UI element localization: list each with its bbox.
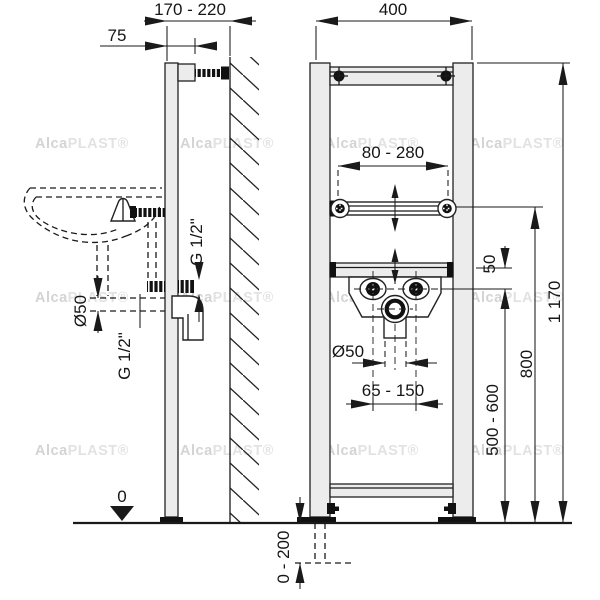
- foot-lock-knobs: [327, 503, 456, 514]
- dim-frame-height-label: 1 170: [545, 281, 564, 324]
- dim-frame-width-label: 400: [379, 0, 407, 19]
- height-adjust-arrow-upper: [391, 184, 399, 232]
- svg-text:AlcaPLAST®: AlcaPLAST®: [470, 136, 564, 152]
- dim-tap-rail-span-label: 80 - 280: [362, 143, 424, 162]
- frame-rail-right: [452, 62, 474, 518]
- svg-text:AlcaPLAST®: AlcaPLAST®: [180, 443, 274, 459]
- dim-feet-range-label: 0 - 200: [274, 531, 293, 584]
- dim-fitting-drop-label: 50: [480, 255, 499, 274]
- tap-assembly: [109, 197, 165, 222]
- dimensions: 170 - 220 75 400 80 - 280: [71, 0, 570, 589]
- floor: 0: [73, 487, 572, 525]
- tap-rail-fitting-left: [330, 198, 350, 219]
- dim-thread-upper: G 1/2": [187, 218, 206, 322]
- tap-rail-fitting-right: [437, 198, 457, 219]
- side-frame-rail: [160, 62, 229, 523]
- washbasin-outline: [23, 187, 172, 312]
- tap-mounting-rod: [136, 208, 165, 217]
- svg-text:AlcaPLAST®: AlcaPLAST®: [325, 443, 419, 459]
- dim-depth-range: 170 - 220: [144, 0, 256, 61]
- bottom-crossbar: [329, 483, 454, 498]
- connection-bracket: [329, 248, 454, 410]
- floor-level-marker: [110, 506, 134, 521]
- extended-feet-hidden: [295, 523, 352, 564]
- top-crossbar: [329, 66, 455, 86]
- side-foot-plate: [160, 517, 183, 523]
- svg-text:AlcaPLAST®: AlcaPLAST®: [470, 290, 564, 306]
- centerlines: [354, 271, 438, 410]
- dim-drain-dia-front: Ø50: [332, 341, 437, 369]
- svg-text:AlcaPLAST®: AlcaPLAST®: [325, 136, 419, 152]
- dim-depth-range-label: 170 - 220: [154, 0, 226, 19]
- dim-frame-height: 1 170: [477, 62, 570, 523]
- foot-plate-left: [297, 517, 336, 523]
- tap-rail: [329, 184, 457, 232]
- supply-stub-front: [147, 281, 165, 292]
- dim-drain-dia-front-label: Ø50: [332, 342, 364, 361]
- side-view: [23, 57, 259, 523]
- svg-text:AlcaPLAST®: AlcaPLAST®: [35, 136, 129, 152]
- dim-front-offset-label: 75: [108, 26, 127, 45]
- frame-rail-left: [309, 62, 331, 518]
- height-adjust-arrow-lower: [391, 248, 399, 284]
- svg-text:AlcaPLAST®: AlcaPLAST®: [180, 136, 274, 152]
- dim-thread-upper-label: G 1/2": [187, 218, 206, 266]
- front-view: [295, 62, 476, 564]
- dim-thread-lower-label: G 1/2": [115, 332, 134, 380]
- dim-tap-rail-span: 80 - 280: [337, 143, 449, 199]
- dim-outlet-height: 500 - 600: [483, 289, 510, 523]
- dim-front-offset: 75: [100, 26, 217, 54]
- wall-anchor-rod: [195, 69, 222, 77]
- wall-bracket: [177, 63, 196, 82]
- dim-thread-lower: G 1/2": [115, 294, 141, 380]
- dim-supply-spacing: 65 - 150: [346, 381, 443, 411]
- svg-text:AlcaPLAST®: AlcaPLAST®: [470, 443, 564, 459]
- floor-zero-label: 0: [117, 487, 126, 506]
- foot-plate-right: [438, 517, 476, 523]
- water-supply-fittings: [147, 280, 194, 293]
- dim-feet-range: 0 - 200: [274, 497, 305, 589]
- dim-supply-spacing-label: 65 - 150: [362, 381, 424, 400]
- dim-outlet-height-label: 500 - 600: [483, 384, 502, 456]
- dim-frame-width: 400: [315, 0, 473, 60]
- dim-drain-dia-side: Ø50: [71, 276, 103, 333]
- svg-text:AlcaPLAST®: AlcaPLAST®: [35, 443, 129, 459]
- dim-rail-height: 800: [456, 206, 543, 523]
- drain-elbow: [171, 295, 204, 341]
- dim-rail-height-label: 800: [517, 350, 536, 378]
- wall-hatching: [229, 57, 259, 523]
- dim-drain-dia-side-label: Ø50: [71, 295, 90, 327]
